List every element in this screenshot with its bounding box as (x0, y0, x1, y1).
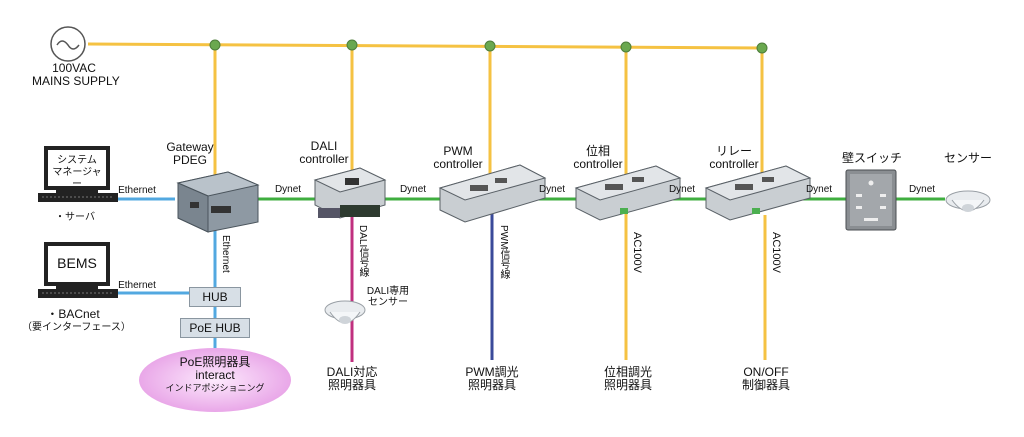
dali-sensor-icon (324, 300, 366, 324)
mains-node (346, 39, 358, 51)
fixture-line1: DALI対応 (326, 365, 378, 379)
poe-fixture-line2: interact (195, 368, 235, 382)
poe-hub-box: PoE HUB (180, 318, 250, 338)
system-manager-computer-icon (38, 146, 118, 202)
dynet-label: Dynet (805, 184, 833, 195)
dali-signal-label: DALI信号線 (357, 225, 368, 278)
supply-label: 100VAC MAINS SUPPLY (32, 61, 120, 88)
gateway-device (176, 171, 260, 233)
poe-fixture-line1: PoE照明器具 (179, 355, 251, 369)
dynet-label: Dynet (908, 184, 936, 195)
controller-label-pwm: PWM controller (416, 145, 500, 171)
mains-line (87, 42, 763, 50)
controller-line1: リレー (715, 144, 752, 158)
ethernet-label: Ethernet (118, 280, 156, 291)
dali-sensor-line2: センサー (368, 297, 408, 308)
bems-caption1: ・BACnet (46, 307, 100, 321)
controller-line2: controller (709, 157, 759, 171)
controller-line1: 位相 (585, 144, 610, 158)
poe-fixture-ellipse (139, 348, 291, 412)
ac100v-label-phase: AC100V (631, 232, 643, 273)
controller-label-relay: リレー controller (692, 145, 776, 171)
fixture-line1: ON/OFF (743, 365, 789, 379)
phase-controller-device (574, 165, 682, 221)
mains-node (209, 39, 221, 51)
controller-line1: PWM (443, 144, 473, 158)
controller-line2: controller (299, 152, 349, 166)
ethernet-label: Ethernet (118, 185, 156, 196)
fixture-label-relay: ON/OFF 制御器具 (724, 366, 808, 392)
wall-switch-icon (845, 169, 897, 231)
supply-line2: MAINS SUPPLY (32, 74, 120, 88)
ac100v-label-relay: AC100V (770, 232, 782, 273)
fixture-line2: 照明器具 (327, 378, 376, 392)
dynet-label: Dynet (399, 184, 427, 195)
dali-sensor-label: DALI専用 センサー (358, 286, 418, 308)
system-manager-caption: ・サーバ (55, 212, 95, 223)
mains-node (620, 41, 632, 53)
fixture-line2: 照明器具 (603, 378, 652, 392)
system-manager-screen-line2: マネージャー (52, 167, 102, 190)
supply-line1: 100VAC (52, 61, 96, 75)
sensor-label: センサー (943, 151, 992, 165)
fixture-label-phase: 位相調光 照明器具 (586, 366, 670, 392)
fixture-line1: 位相調光 (603, 365, 652, 379)
relay-controller-device (704, 165, 812, 221)
fixture-label-pwm: PWM調光 照明器具 (450, 366, 534, 392)
hub-box: HUB (189, 287, 241, 307)
gateway-line1: Gateway (166, 140, 214, 154)
pwm-controller-device (438, 164, 547, 223)
dali-controller-device (313, 167, 387, 219)
dali-sensor-line1: DALI専用 (366, 286, 410, 297)
fixture-line1: PWM調光 (465, 365, 519, 379)
controller-label-phase: 位相 controller (556, 145, 640, 171)
gateway-line2: PDEG (172, 153, 207, 167)
poe-fixture-line3: インドアポジショニング (165, 383, 265, 393)
ethernet-vertical-label: Ethernet (220, 235, 231, 273)
dynet-label: Dynet (538, 184, 566, 195)
dynet-label: Dynet (274, 184, 302, 195)
controller-line1: DALI (310, 139, 338, 153)
gateway-label: Gateway PDEG (150, 141, 230, 167)
fixture-label-dali: DALI対応 照明器具 (310, 366, 394, 392)
ceiling-sensor-icon (945, 190, 991, 212)
dynet-label: Dynet (668, 184, 696, 195)
pwm-signal-label: PWM信号線 (498, 225, 509, 280)
bems-caption2: （要インターフェース） (22, 322, 131, 333)
controller-line2: controller (433, 157, 483, 171)
bems-screen: BEMS (57, 255, 97, 271)
controller-label-dali: DALI controller (282, 140, 366, 166)
controller-line2: controller (573, 157, 623, 171)
fixture-line2: 制御器具 (741, 378, 790, 392)
fixture-line2: 照明器具 (467, 378, 516, 392)
poe-fixture-label: PoE照明器具 interact インドアポジショニング (139, 356, 291, 395)
wall-switch-label: 壁スイッチ (841, 151, 902, 165)
mains-node (484, 40, 496, 52)
mains-node (756, 42, 768, 54)
system-manager-screen-line1: システム (57, 155, 97, 166)
bems-computer-icon (38, 242, 118, 298)
system-manager-screen: システム マネージャー (48, 155, 106, 191)
